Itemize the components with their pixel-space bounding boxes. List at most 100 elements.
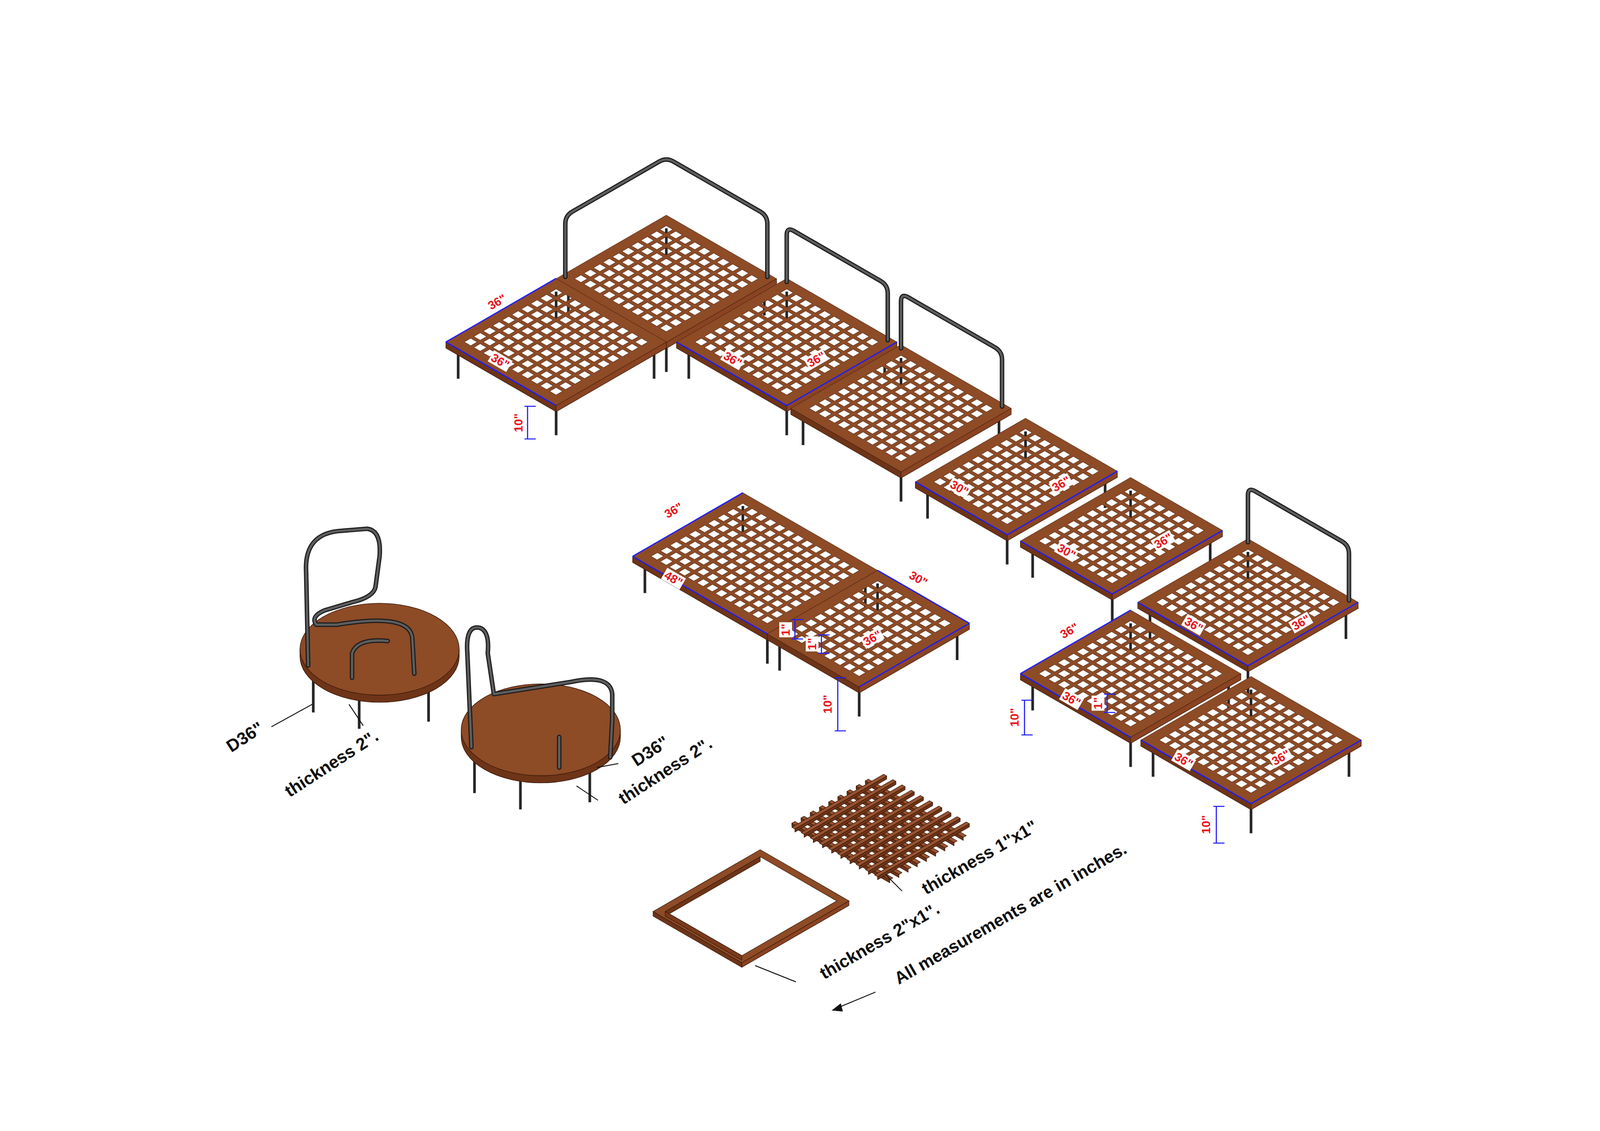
dimension-label: 36" [1268, 746, 1294, 769]
dimension-label: 36" [1170, 749, 1197, 772]
chair-leg [473, 758, 477, 793]
dimension-line [794, 619, 796, 640]
backrest-tube-highlight [565, 159, 768, 278]
dimension-tick [524, 438, 536, 440]
dimension-label: 1" [805, 636, 819, 652]
backrest-tube [900, 295, 1003, 407]
round-chair [300, 528, 460, 729]
slat [865, 816, 961, 872]
dimension-label: 36" [1181, 613, 1207, 636]
dimension-label: 36" [1150, 529, 1176, 552]
dimension-label: 10" [1199, 813, 1213, 836]
backrest-tube-highlight [352, 640, 388, 678]
seat-top [461, 683, 621, 776]
dimension-label: 1" [779, 621, 793, 637]
dimension-line [1024, 699, 1026, 735]
dimension-label: 10" [821, 693, 834, 715]
note-label: D36" [222, 718, 268, 756]
backrest-tube [1247, 489, 1350, 601]
backrest-tube [565, 159, 768, 278]
backrest-tube-highlight [786, 229, 888, 341]
dimension-line [1106, 693, 1108, 713]
frame-top [652, 849, 850, 963]
backrest-tube [786, 229, 888, 341]
backrest-tube [466, 627, 612, 758]
dimension-line [676, 341, 788, 406]
backrest-tube-highlight [466, 627, 612, 758]
dimension-tick [834, 730, 847, 731]
leader-line [576, 785, 598, 800]
lattice-top [1137, 538, 1358, 666]
lattice-top [445, 278, 667, 406]
round-chair [461, 627, 621, 810]
dimension-line [837, 677, 839, 731]
backrest-tube-highlight [1247, 489, 1350, 601]
dimension-label: 36" [661, 499, 687, 522]
dimension-label: 36" [803, 348, 829, 371]
arrow-head [831, 1003, 844, 1012]
backrest-tube [556, 736, 562, 768]
dimension-line [1020, 610, 1131, 674]
backrest-tube-highlight [900, 295, 1003, 407]
dimension-line [1247, 602, 1359, 666]
lattice-table [632, 492, 878, 664]
backrest-tube [352, 640, 388, 678]
dimension-label: 36" [1288, 611, 1314, 634]
dimension-tick [818, 634, 830, 636]
dimension-label: 30" [946, 476, 972, 499]
dimension-label: 36" [719, 348, 746, 371]
dimension-label: 10" [512, 411, 525, 434]
dimension-label: 36" [1056, 619, 1083, 642]
dimension-label: 10" [1008, 706, 1021, 729]
dimension-tick [1103, 693, 1116, 695]
dimension-line [820, 634, 822, 653]
dimension-label: 36" [859, 626, 886, 649]
dimension-label: 36" [1058, 688, 1084, 710]
dimension-tick [1021, 734, 1033, 736]
note-label: thickness 2". [280, 726, 383, 801]
lattice-table [767, 570, 970, 717]
frame-inner-side [665, 911, 742, 961]
dimension-tick [524, 405, 536, 407]
lattice-table [676, 229, 897, 435]
lattice-panel [792, 774, 970, 883]
dimension-line [1251, 740, 1362, 804]
leader-line [755, 965, 797, 982]
lattice-table [790, 295, 1011, 502]
dimension-line [1020, 673, 1131, 737]
dimension-tick [1021, 699, 1033, 701]
seat-top [300, 603, 460, 695]
dimension-tick [1213, 842, 1225, 844]
dimension-line [1215, 806, 1217, 844]
dimension-label: 30" [906, 567, 932, 590]
dimension-line [859, 623, 970, 687]
dimension-line [632, 556, 767, 634]
backrest-tube [305, 528, 415, 674]
frame-side [652, 911, 742, 968]
lattice-top [1020, 610, 1241, 738]
leader-line [348, 704, 363, 726]
lattice-top [1140, 676, 1362, 804]
leader-line [885, 874, 902, 891]
dimension-label: 36" [487, 350, 513, 373]
dimension-label: 30" [1053, 540, 1079, 563]
dimension-label: 36" [484, 290, 510, 313]
dimension-tick [792, 618, 804, 620]
leader-line [271, 704, 313, 727]
dimension-label: 48" [661, 567, 687, 590]
lattice-table [1140, 676, 1362, 834]
lattice-table [445, 278, 667, 436]
backrest-tube-highlight [305, 528, 415, 674]
dimension-tick [1213, 805, 1225, 807]
frame-inner-side [665, 856, 761, 917]
lattice-top [767, 570, 970, 688]
chair-leg [311, 677, 315, 713]
dimension-tick [834, 677, 847, 679]
dimension-line [527, 406, 529, 440]
dimension-tick [1103, 711, 1116, 713]
dimension-line [445, 341, 557, 406]
dimension-label: 1" [1091, 695, 1105, 711]
dimension-tick [792, 638, 804, 640]
